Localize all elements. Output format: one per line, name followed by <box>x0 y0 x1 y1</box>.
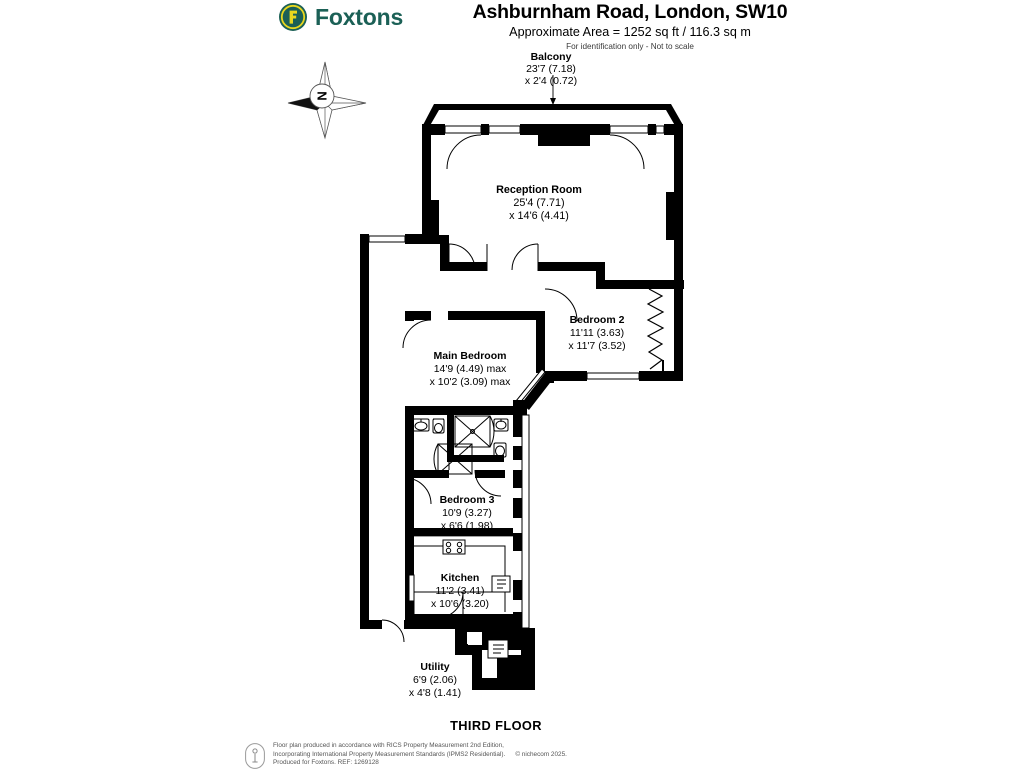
footer-line-1: Floor plan produced in accordance with R… <box>273 742 504 749</box>
floor-level-label: THIRD FLOOR <box>450 718 542 733</box>
room-label-main-bedroom: Main Bedroom 14'9 (4.49) max x 10'2 (3.0… <box>430 350 512 388</box>
footer-line-2a: Incorporating International Property Mea… <box>273 750 506 758</box>
svg-text:14'9 (4.49) max: 14'9 (4.49) max <box>434 363 507 375</box>
svg-text:x 11'7 (3.52): x 11'7 (3.52) <box>568 340 625 352</box>
svg-text:Reception Room: Reception Room <box>496 184 582 196</box>
bedroom-3-walls <box>405 478 513 536</box>
bathroom-fixtures-2 <box>493 418 509 458</box>
balcony-structure <box>423 104 683 129</box>
svg-text:x 14'6 (4.41): x 14'6 (4.41) <box>509 210 569 222</box>
svg-text:6'9 (2.06): 6'9 (2.06) <box>413 674 457 686</box>
svg-text:Kitchen: Kitchen <box>441 572 480 584</box>
footer-line-3: Produced for Foxtons. REF: 1269128 <box>273 759 379 767</box>
room-label-balcony: Balcony 23'7 (7.18) x 2'4 (0.72) <box>525 51 577 87</box>
svg-text:Bedroom 3: Bedroom 3 <box>440 494 495 506</box>
curtain-zigzag-icon <box>646 288 665 370</box>
door-swing-icon <box>404 477 432 505</box>
room-label-utility: Utility 6'9 (2.06) x 4'8 (1.41) <box>409 661 461 699</box>
brand-name: Foxtons <box>315 3 404 30</box>
svg-text:x 4'8 (1.41): x 4'8 (1.41) <box>409 687 461 699</box>
kitchen-fixtures <box>408 539 511 619</box>
utility-fixtures <box>455 639 509 659</box>
shower-tray-icon-2 <box>433 443 473 475</box>
identification-note: For identification only - Not to scale <box>566 42 694 51</box>
door-swing-icon <box>402 319 432 349</box>
rics-circle-icon <box>245 743 265 769</box>
shower-tray-icon-1 <box>454 415 495 448</box>
room-label-reception-room: Reception Room 25'4 (7.71) x 14'6 (4.41) <box>496 184 582 222</box>
page-header: Foxtons Ashburnham Road, London, SW10 Ap… <box>0 0 1024 51</box>
compass-north-label: N <box>315 91 330 100</box>
door-swing-icon <box>381 619 405 643</box>
svg-text:23'7 (7.18): 23'7 (7.18) <box>526 63 576 75</box>
fixtures-group <box>381 75 665 659</box>
svg-text:x 10'2 (3.09) max: x 10'2 (3.09) max <box>430 376 512 388</box>
reception-double-door-icon <box>448 243 539 271</box>
bathroom-fixtures-1 <box>412 418 445 434</box>
title-block: Ashburnham Road, London, SW10 Approximat… <box>420 0 840 52</box>
footer-copyright: © nichecom 2025. <box>515 750 567 758</box>
room-label-kitchen: Kitchen 11'2 (3.41) x 10'6 (3.20) <box>431 572 489 610</box>
utility-walls <box>455 620 535 690</box>
footer-line-2: Incorporating International Property Mea… <box>273 751 567 760</box>
main-bedroom-walls <box>405 311 553 415</box>
door-swing-icon <box>544 288 578 322</box>
page-title: Ashburnham Road, London, SW10 <box>472 1 788 23</box>
page-footer: Floor plan produced in accordance with R… <box>245 742 567 769</box>
svg-text:11'11 (3.63): 11'11 (3.63) <box>570 327 624 339</box>
door-swing-icon <box>446 134 482 170</box>
door-swing-icon <box>474 469 502 497</box>
svg-text:Balcony: Balcony <box>531 51 572 63</box>
room-label-bedroom-3: Bedroom 3 10'9 (3.27) x 6'6 (1.98) <box>440 494 495 532</box>
svg-text:Main Bedroom: Main Bedroom <box>434 350 507 362</box>
brand-logo-group: Foxtons <box>278 2 403 32</box>
compass-rose-icon: N <box>287 61 367 140</box>
svg-text:10'9 (3.27): 10'9 (3.27) <box>442 507 492 519</box>
svg-text:25'4 (7.71): 25'4 (7.71) <box>513 197 564 209</box>
approximate-area-text: Approximate Area = 1252 sq ft / 116.3 sq… <box>509 25 751 39</box>
foxtons-f-logo-icon <box>279 3 307 31</box>
bathrooms-walls <box>405 406 530 629</box>
door-swing-icon <box>609 134 645 170</box>
svg-text:Utility: Utility <box>420 661 449 673</box>
svg-text:Bedroom 2: Bedroom 2 <box>570 314 625 326</box>
room-label-bedroom-2: Bedroom 2 11'11 (3.63) x 11'7 (3.52) <box>568 314 625 352</box>
hallway-outer-walls <box>360 234 464 629</box>
footer-text-block: Floor plan produced in accordance with R… <box>273 742 567 768</box>
svg-text:x 10'6 (3.20): x 10'6 (3.20) <box>431 598 489 610</box>
svg-text:x 2'4 (0.72): x 2'4 (0.72) <box>525 75 577 87</box>
room-labels-group: Balcony 23'7 (7.18) x 2'4 (0.72) Recepti… <box>409 51 626 733</box>
reception-room-walls <box>422 124 684 289</box>
svg-text:x 6'6 (1.98): x 6'6 (1.98) <box>441 520 493 532</box>
svg-text:11'2 (3.41): 11'2 (3.41) <box>435 585 484 597</box>
